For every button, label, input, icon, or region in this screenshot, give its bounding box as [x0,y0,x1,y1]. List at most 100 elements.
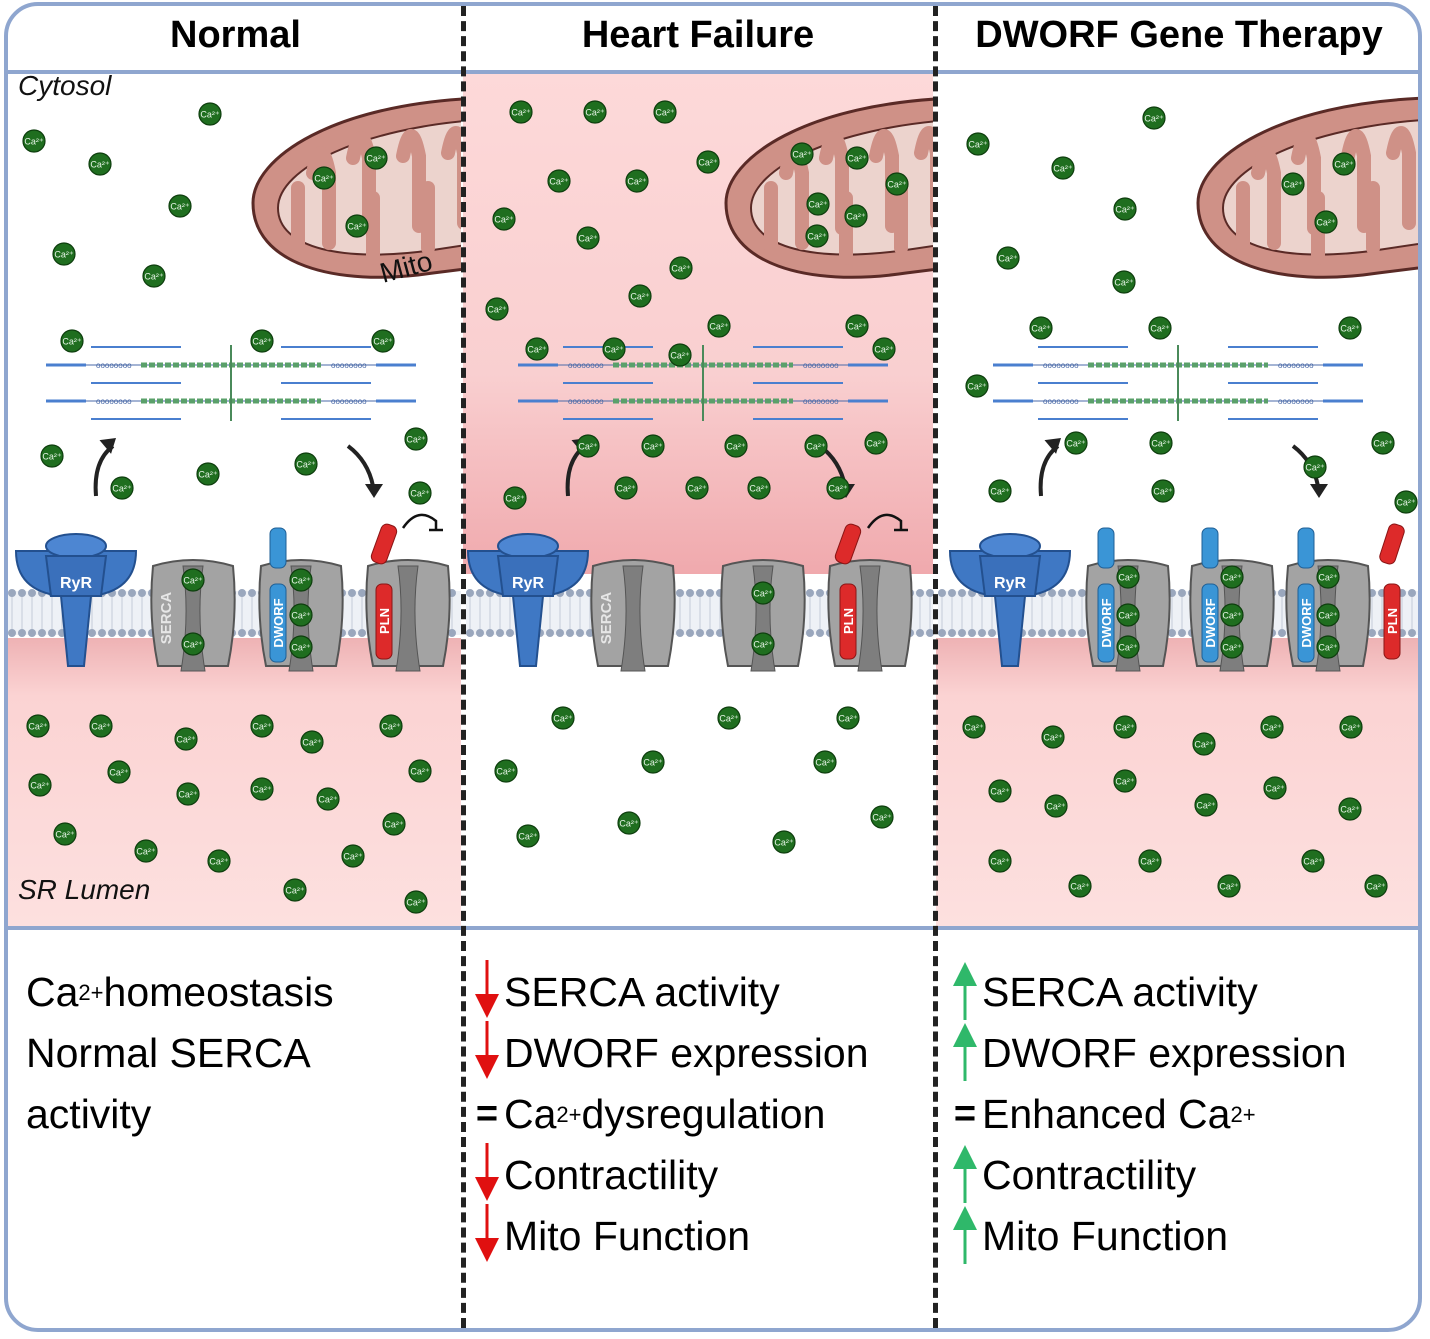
inhibition-icon [866,513,903,530]
calcium-ion: Ca²⁺ [1371,431,1395,455]
svg-text:Ca²⁺: Ca²⁺ [1150,324,1170,334]
serca-label: SERCA [158,592,175,645]
pln-label: PLN [1385,608,1400,634]
svg-text:Ca²⁺: Ca²⁺ [410,489,430,499]
svg-text:Ca²⁺: Ca²⁺ [347,222,367,232]
calcium-ion: Ca²⁺ [1113,769,1137,793]
svg-text:oooooooo: oooooooo [568,361,604,370]
svg-text:Ca²⁺: Ca²⁺ [630,292,650,302]
svg-text:Ca²⁺: Ca²⁺ [990,787,1010,797]
svg-text:Ca²⁺: Ca²⁺ [1153,487,1173,497]
calcium-ion: Ca²⁺ [885,172,909,196]
calcium-ion: Ca²⁺ [551,706,575,730]
calcium-ion: Ca²⁺ [804,434,828,458]
svg-text:Ca²⁺: Ca²⁺ [687,484,707,494]
equals-icon: = [953,1093,977,1135]
calcium-ion: Ca²⁺ [1316,635,1340,659]
calcium-ion: Ca²⁺ [641,750,665,774]
calcium-ion: Ca²⁺ [625,169,649,193]
calcium-ion: Ca²⁺ [724,434,748,458]
calcium-ion: Ca²⁺ [1112,270,1136,294]
svg-text:Ca²⁺: Ca²⁺ [604,345,624,355]
svg-text:Ca²⁺: Ca²⁺ [410,767,430,777]
svg-text:Ca²⁺: Ca²⁺ [998,254,1018,264]
arrow-down-icon [470,1198,504,1275]
svg-text:Ca²⁺: Ca²⁺ [1318,643,1338,653]
arrow-down-icon [470,1015,504,1092]
svg-text:Ca²⁺: Ca²⁺ [1066,439,1086,449]
svg-text:Ca²⁺: Ca²⁺ [511,108,531,118]
calcium-ion: Ca²⁺ [1394,490,1418,514]
calcium-ion: Ca²⁺ [250,329,274,353]
svg-text:Ca²⁺: Ca²⁺ [806,442,826,452]
calcium-ion: Ca²⁺ [576,434,600,458]
svg-text:Ca²⁺: Ca²⁺ [553,714,573,724]
inhibition-icon [401,513,438,530]
calcium-ion: Ca²⁺ [966,132,990,156]
svg-text:Ca²⁺: Ca²⁺ [990,857,1010,867]
svg-text:Ca²⁺: Ca²⁺ [198,470,218,480]
calcium-ion: Ca²⁺ [751,632,775,656]
calcium-ion: Ca²⁺ [509,100,533,124]
svg-text:oooooooo: oooooooo [96,397,132,406]
calcium-ion: Ca²⁺ [1044,794,1068,818]
svg-text:Ca²⁺: Ca²⁺ [178,790,198,800]
summary-item: Contractility [470,1143,869,1206]
calcium-ion: Ca²⁺ [382,812,406,836]
calcium-ion: Ca²⁺ [1194,793,1218,817]
svg-text:Ca²⁺: Ca²⁺ [62,337,82,347]
mitochondrion [251,97,461,279]
calcium-ion: Ca²⁺ [1192,732,1216,756]
svg-text:Ca²⁺: Ca²⁺ [252,337,272,347]
summary-item-text: SERCA activity [504,969,780,1015]
calcium-ion: Ca²⁺ [844,204,868,228]
svg-text:Ca²⁺: Ca²⁺ [209,857,229,867]
summary-item-text: SERCA activity [982,969,1258,1015]
calcium-ion: Ca²⁺ [196,462,220,486]
calcium-ion: Ca²⁺ [845,146,869,170]
svg-text:Ca²⁺: Ca²⁺ [1070,882,1090,892]
svg-text:Ca²⁺: Ca²⁺ [28,722,48,732]
svg-text:Ca²⁺: Ca²⁺ [847,322,867,332]
calcium-ion: Ca²⁺ [1220,635,1244,659]
svg-text:Ca²⁺: Ca²⁺ [1334,160,1354,170]
svg-text:Ca²⁺: Ca²⁺ [496,767,516,777]
flux-arrow [346,444,375,487]
svg-text:Ca²⁺: Ca²⁺ [1316,218,1336,228]
calcium-ion: Ca²⁺ [669,256,693,280]
column-title-dworf-gene-therapy: DWORF Gene Therapy [975,14,1383,56]
calcium-ion: Ca²⁺ [1151,479,1175,503]
calcium-ion: Ca²⁺ [602,337,626,361]
svg-text:Ca²⁺: Ca²⁺ [1118,643,1138,653]
summary-item: DWORF expression [470,1021,869,1084]
calcium-ion: Ca²⁺ [492,207,516,231]
ryr-label: RyR [60,575,92,592]
summary-item: Mito Function [948,1206,1347,1267]
svg-text:Ca²⁺: Ca²⁺ [1118,611,1138,621]
summary-line: activity [26,1091,152,1137]
calcium-ion: Ca²⁺ [772,830,796,854]
calcium-ion: Ca²⁺ [576,226,600,250]
svg-text:oooooooo: oooooooo [331,361,367,370]
ryr-channel: RyR [466,533,590,667]
svg-text:Ca²⁺: Ca²⁺ [1114,278,1134,288]
svg-text:Ca²⁺: Ca²⁺ [749,484,769,494]
calcium-ion: Ca²⁺ [806,192,830,216]
calcium-ion: Ca²⁺ [1217,874,1241,898]
calcium-ion: Ca²⁺ [28,773,52,797]
flux-arrow [93,444,115,497]
calcium-ion: Ca²⁺ [1220,565,1244,589]
calcium-ion: Ca²⁺ [525,337,549,361]
calcium-ion: Ca²⁺ [685,476,709,500]
calcium-ion: Ca²⁺ [168,194,192,218]
calcium-ion: Ca²⁺ [965,374,989,398]
svg-text:Ca²⁺: Ca²⁺ [1318,573,1338,583]
calcium-ion: Ca²⁺ [1113,715,1137,739]
summary-item-text: Contractility [504,1152,719,1198]
svg-text:Ca²⁺: Ca²⁺ [1144,114,1164,124]
calcium-ion: Ca²⁺ [1113,197,1137,221]
dworf-label: DWORF [1099,598,1114,647]
arrow-down-icon [470,954,504,1031]
